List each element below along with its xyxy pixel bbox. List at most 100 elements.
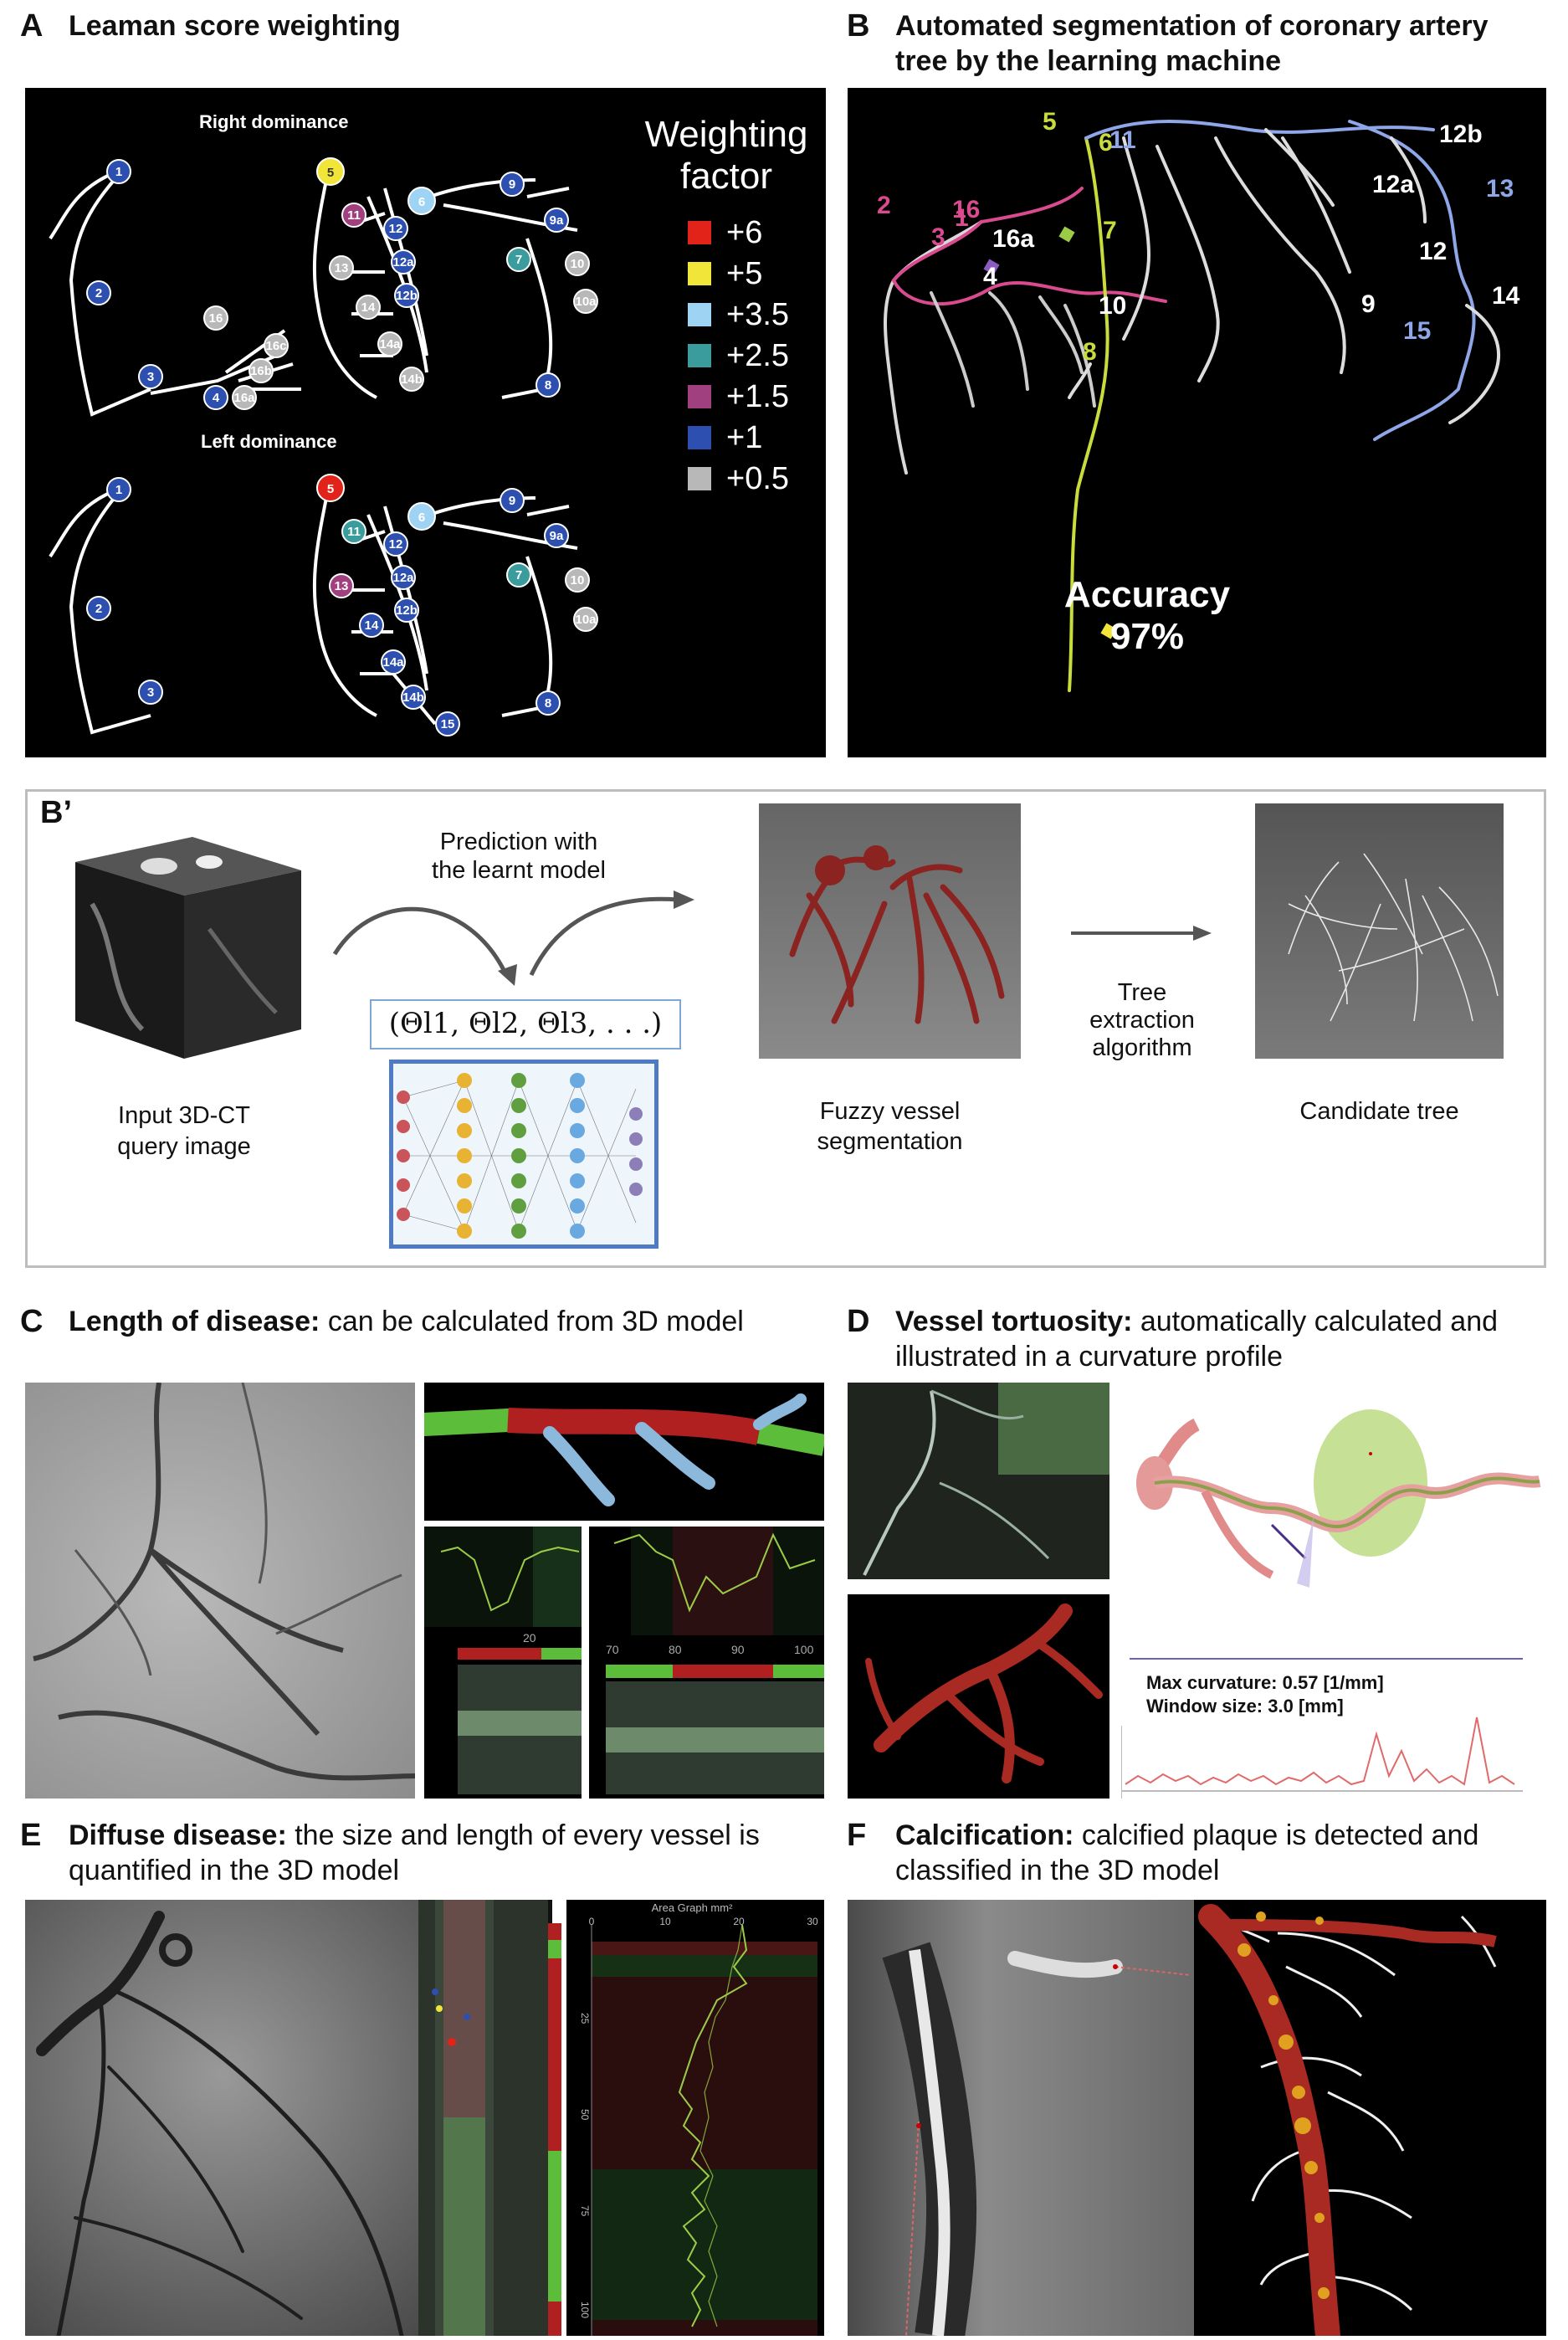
svg-text:6: 6 xyxy=(1099,129,1113,157)
legend-label: +2.5 xyxy=(726,338,789,373)
right-dominance-vessels xyxy=(49,170,578,417)
svg-text:8: 8 xyxy=(1083,338,1097,366)
disease-segment-bar-e xyxy=(548,1923,561,2336)
svg-text:2: 2 xyxy=(877,192,891,219)
right-dominance-label: Right dominance xyxy=(199,111,348,132)
svg-text:13: 13 xyxy=(335,261,349,275)
svg-text:12: 12 xyxy=(389,537,403,552)
svg-text:9: 9 xyxy=(509,177,515,192)
input-caption-line2: query image xyxy=(117,1133,251,1160)
legend-label: +5 xyxy=(726,256,762,291)
svg-text:12: 12 xyxy=(389,222,403,236)
neural-network-diagram xyxy=(389,1060,658,1249)
svg-text:9a: 9a xyxy=(550,213,564,228)
legend-swatch xyxy=(688,344,711,367)
svg-text:8: 8 xyxy=(545,378,551,393)
panel-b-prime-letter: B’ xyxy=(40,795,72,830)
svg-text:6: 6 xyxy=(418,195,425,209)
prediction-arrows xyxy=(332,890,694,986)
tree-caption-line1: Tree xyxy=(1117,979,1167,1006)
svg-text:16a: 16a xyxy=(992,225,1034,253)
accuracy-label: Accuracy xyxy=(1064,574,1231,615)
svg-text:2: 2 xyxy=(95,602,102,616)
angiogram-c xyxy=(25,1382,416,1799)
graph2-tick: 80 xyxy=(669,1643,682,1656)
panel-f-title-line1: Calcification: calcified plaque is detec… xyxy=(895,1818,1478,1853)
panel-b-title-line1: Automated segmentation of coronary arter… xyxy=(895,10,1489,42)
svg-text:10: 10 xyxy=(1099,292,1126,320)
svg-text:3: 3 xyxy=(147,370,154,384)
svg-text:6: 6 xyxy=(418,511,425,525)
left-dominance-vessels xyxy=(49,488,578,735)
tortuosity-ct-image xyxy=(848,1383,1109,1579)
calcification-3d-model xyxy=(1194,1900,1546,2340)
e-y-tick: 50 xyxy=(579,2109,591,2121)
panel-e-title-line1: Diffuse disease: the size and length of … xyxy=(69,1818,760,1853)
panel-f-title-rest: calcified plaque is detected and xyxy=(1074,1819,1479,1851)
svg-text:5: 5 xyxy=(327,166,334,180)
panel-b-prime-frame xyxy=(25,789,1546,1268)
e-x-tick: 10 xyxy=(659,1916,671,1927)
tree-caption-line2: extraction xyxy=(1089,1007,1195,1034)
max-curvature-text: Max curvature: 0.57 [1/mm] xyxy=(1146,1672,1384,1693)
fuzzy-caption-line2: segmentation xyxy=(817,1128,963,1155)
svg-text:12a: 12a xyxy=(392,255,414,269)
panel-e-title-rest: the size and length of every vessel is xyxy=(286,1819,760,1851)
svg-text:13: 13 xyxy=(335,579,349,593)
legend-label: +3.5 xyxy=(726,297,789,332)
fuzzy-caption-line1: Fuzzy vessel xyxy=(819,1098,961,1125)
svg-text:16b: 16b xyxy=(250,364,272,378)
candidate-caption: Candidate tree xyxy=(1299,1098,1459,1125)
legend-swatch xyxy=(688,426,711,449)
svg-text:11: 11 xyxy=(1109,126,1136,154)
e-y-tick: 100 xyxy=(579,2302,591,2318)
panel-f-letter: F xyxy=(847,1818,867,1853)
svg-text:14: 14 xyxy=(1492,282,1520,310)
svg-text:14b: 14b xyxy=(401,372,423,387)
svg-text:16: 16 xyxy=(952,196,980,223)
svg-text:12b: 12b xyxy=(1439,121,1483,148)
svg-text:14: 14 xyxy=(365,618,379,633)
svg-text:15: 15 xyxy=(1403,317,1431,345)
window-size-text: Window size: 3.0 [mm] xyxy=(1146,1696,1344,1717)
svg-text:12b: 12b xyxy=(396,289,418,303)
svg-text:7: 7 xyxy=(515,568,522,582)
svg-text:9: 9 xyxy=(509,494,515,508)
input-caption-line1: Input 3D-CT xyxy=(118,1102,250,1129)
tortuosity-3d-model xyxy=(848,1594,1109,1799)
left-dominance-nodes: 1 2 3 5 6 11 12 12a 12b 13 14 14a 14b 15… xyxy=(86,474,598,736)
panel-e-letter: E xyxy=(20,1818,42,1853)
svg-text:7: 7 xyxy=(515,253,522,267)
left-dominance-label: Left dominance xyxy=(201,431,337,452)
right-dominance-nodes: 1 2 3 4 16 16a 16b 16c 5 6 11 12 12a 12b… xyxy=(86,157,598,410)
accuracy-value: 97% xyxy=(1110,616,1184,657)
fuzzy-segmentation-image xyxy=(759,803,1021,1059)
svg-text:1: 1 xyxy=(955,204,969,232)
svg-text:16a: 16a xyxy=(233,391,255,405)
e-y-tick: 25 xyxy=(579,2013,591,2024)
panel-b-title-line2: tree by the learning machine xyxy=(895,45,1282,77)
panel-b-letter: B xyxy=(847,8,870,44)
e-x-tick: 30 xyxy=(807,1916,818,1927)
svg-text:5: 5 xyxy=(1043,108,1057,136)
graph1-tick: 20 xyxy=(523,1631,536,1645)
panel-a-title: Leaman score weighting xyxy=(69,10,401,42)
legend-label: +1 xyxy=(726,420,762,455)
e-x-tick: 20 xyxy=(733,1916,745,1927)
svg-text:2: 2 xyxy=(95,286,102,300)
panel-a-letter: A xyxy=(20,8,44,44)
panel-c-title: Length of disease: can be calculated fro… xyxy=(69,1304,744,1339)
panel-d-letter: D xyxy=(847,1304,870,1339)
svg-text:14a: 14a xyxy=(382,655,404,670)
area-graph-c1: 20 xyxy=(424,1527,582,1799)
svg-text:14: 14 xyxy=(361,300,376,315)
panel-e-title-line2: quantified in the 3D model xyxy=(69,1855,400,1886)
svg-text:15: 15 xyxy=(441,717,455,731)
panel-d-title-line1: Vessel tortuosity: automatically calcula… xyxy=(895,1304,1498,1339)
svg-text:9a: 9a xyxy=(550,529,564,543)
prediction-line1: Prediction with xyxy=(439,829,598,855)
area-graph-title: Area Graph mm² xyxy=(652,1901,733,1914)
panel-a-image: Right dominance Left dominance 1 2 3 4 1… xyxy=(25,88,826,757)
